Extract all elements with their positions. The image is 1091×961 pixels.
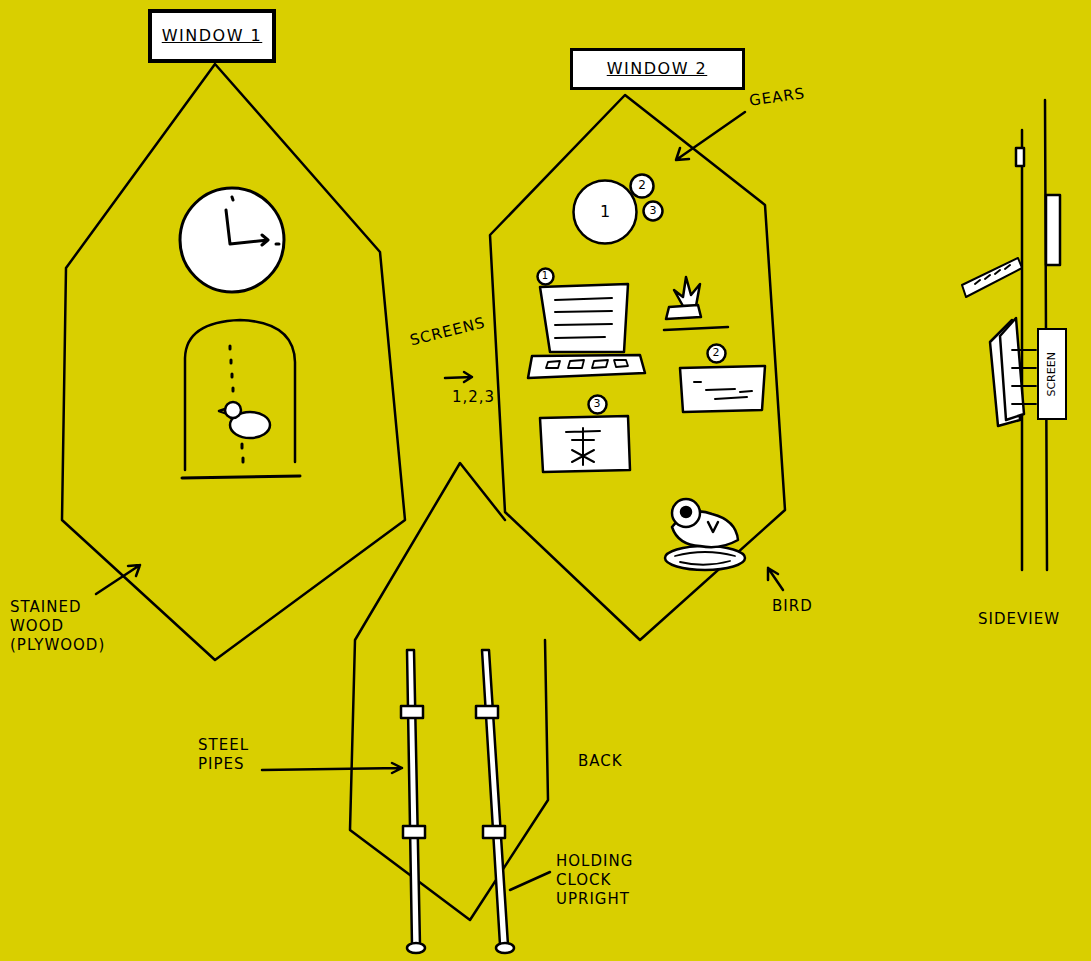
window-title: WINDOW 2 xyxy=(607,60,708,78)
cuckoo-bird-head xyxy=(225,402,241,418)
pipe-clamp xyxy=(476,706,498,718)
window-outline xyxy=(490,95,785,640)
screen-label: SCREEN xyxy=(1046,352,1059,396)
callout-circle: 3 xyxy=(587,394,608,415)
figure-screen xyxy=(540,416,630,472)
clock-face xyxy=(180,188,284,292)
circle-outline xyxy=(644,202,663,221)
nest-twigs xyxy=(675,552,735,565)
annotation-label: BACK xyxy=(578,752,623,771)
callout-number: 2 xyxy=(713,347,720,360)
annotation-label: BIRD xyxy=(772,597,813,616)
pipe-clamp xyxy=(483,826,505,838)
window-title: WINDOW 1 xyxy=(162,27,263,45)
note-screen xyxy=(680,366,765,412)
plant-pot xyxy=(666,305,701,319)
clock-hands xyxy=(226,210,268,245)
circle-outline xyxy=(707,344,725,362)
nest-bird-head xyxy=(672,499,700,527)
side-mounts xyxy=(1012,350,1036,404)
nest-bird-eye xyxy=(681,507,691,517)
callout-circle: 1 xyxy=(572,179,638,245)
screen-box: SCREEN xyxy=(1037,328,1067,420)
back-outline xyxy=(350,463,548,920)
laptop-screen xyxy=(540,284,628,352)
bird-nest xyxy=(665,546,745,570)
window-outline xyxy=(62,64,405,660)
callout-circle: 2 xyxy=(629,173,655,199)
annotation-label: 1,2,3 xyxy=(452,388,495,407)
holding-leader xyxy=(510,872,550,890)
callout-number: 3 xyxy=(594,398,601,411)
pipes-leader xyxy=(262,763,402,773)
pipe-foot xyxy=(496,943,514,953)
circle-outline xyxy=(588,395,606,413)
annotation-label: STEEL PIPES xyxy=(198,736,249,774)
callout-number: 3 xyxy=(650,205,657,218)
annotation-label: GEARS xyxy=(748,84,806,110)
title-box: WINDOW 1 xyxy=(148,9,277,63)
pipe-foot xyxy=(407,943,425,953)
circle-outline xyxy=(574,181,637,244)
annotation-label: SIDEVIEW xyxy=(978,610,1060,629)
side-plant xyxy=(962,258,1022,297)
bird-leader xyxy=(768,568,783,590)
side-gear xyxy=(1046,195,1060,265)
callout-number: 2 xyxy=(638,179,646,193)
laptop-keys xyxy=(546,360,628,368)
circle-outline xyxy=(631,175,654,198)
callout-number: 1 xyxy=(542,270,548,282)
pipe-clamp xyxy=(403,826,425,838)
gears-leader xyxy=(676,112,745,160)
figure-scribble xyxy=(566,428,600,465)
callout-circle: 1 xyxy=(536,267,555,286)
annotation-label: HOLDING CLOCK UPRIGHT xyxy=(556,852,633,908)
cuckoo-door xyxy=(185,320,295,470)
pipe-clamp xyxy=(401,706,423,718)
plant-shelf xyxy=(664,327,728,330)
plant-leaves xyxy=(674,277,700,306)
note-scribble xyxy=(694,382,752,399)
callout-circle: 2 xyxy=(706,343,727,364)
steel-pipe xyxy=(407,650,420,945)
laptop-text-lines xyxy=(555,298,612,338)
wood-leader xyxy=(96,565,140,594)
steel-pipe xyxy=(482,650,508,945)
screens-arrow xyxy=(445,372,472,382)
door-floor xyxy=(182,476,300,478)
side-bracket xyxy=(1016,148,1024,166)
callout-circle: 3 xyxy=(642,200,664,222)
nest-bird-beak xyxy=(708,522,718,532)
clock-tick xyxy=(232,197,279,244)
title-box: WINDOW 2 xyxy=(570,48,745,90)
cuckoo-bird-beak xyxy=(219,409,225,413)
laptop-base xyxy=(528,355,645,378)
annotation-label: STAINED WOOD (PLYWOOD) xyxy=(10,598,105,654)
circle-outline xyxy=(537,268,553,284)
callout-number: 1 xyxy=(600,203,610,221)
annotation-label: SCREENS xyxy=(408,313,487,350)
